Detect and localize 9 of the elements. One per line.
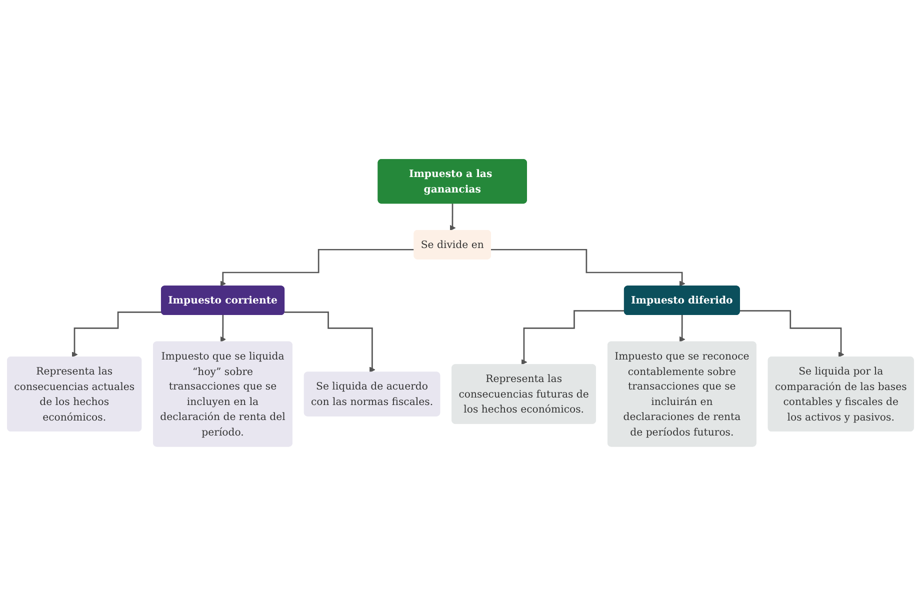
arrow [521, 310, 625, 366]
arrow [679, 314, 686, 342]
arrow [284, 312, 376, 373]
arrow [740, 310, 844, 358]
arrow [220, 314, 226, 342]
arrow [72, 312, 162, 358]
arrow [490, 249, 686, 287]
arrow [220, 249, 414, 287]
arrow [450, 203, 456, 232]
